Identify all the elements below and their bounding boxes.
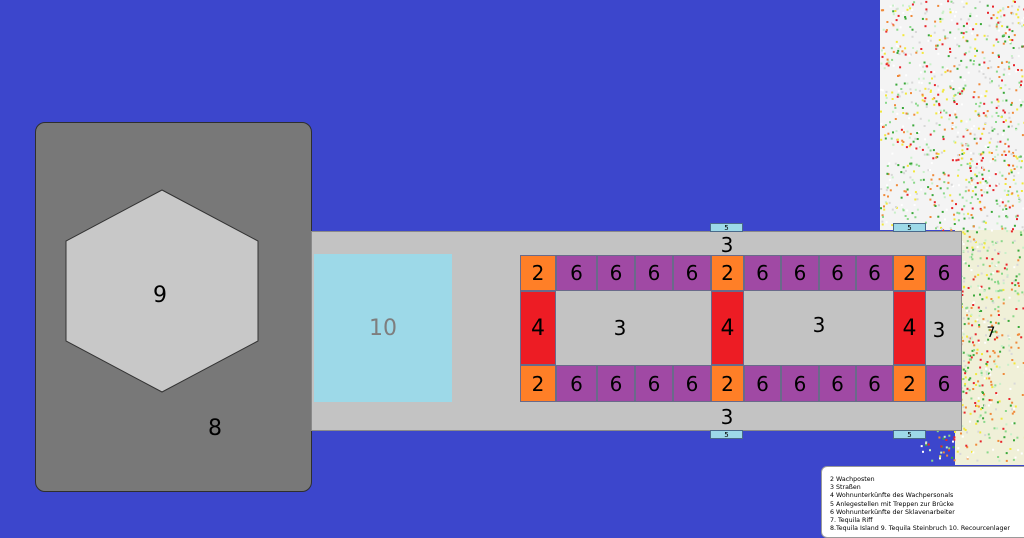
legend-line: 7. Tequila Riff — [830, 517, 1024, 525]
guard-post: 2 — [893, 365, 926, 402]
guard-housing: 4 — [893, 291, 926, 365]
pier-top-middle: 5 — [710, 223, 743, 232]
slave-housing: 6 — [819, 255, 856, 291]
storage-area: 10 — [314, 254, 452, 402]
pier-bottom-right: 5 — [893, 430, 926, 439]
guard-post: 2 — [520, 365, 556, 402]
street-label-mid-1: 3 — [605, 315, 635, 341]
slave-housing: 6 — [635, 365, 673, 402]
reef-label: 7 — [978, 322, 1004, 344]
guard-post: 2 — [520, 255, 556, 291]
slave-housing: 6 — [673, 365, 711, 402]
guard-post: 2 — [711, 255, 744, 291]
slave-housing: 6 — [926, 365, 962, 402]
slave-housing: 6 — [556, 365, 597, 402]
slave-housing: 6 — [856, 365, 893, 402]
slave-housing: 6 — [819, 365, 856, 402]
guard-post: 2 — [711, 365, 744, 402]
legend-line: 8.Tequila Island 9. Tequila Steinbruch 1… — [830, 525, 1024, 533]
legend-line: 2 Wachposten — [830, 476, 1024, 484]
slave-housing: 6 — [635, 255, 673, 291]
guard-housing: 4 — [520, 291, 556, 365]
pier-top-right: 5 — [893, 223, 926, 232]
slave-housing: 6 — [744, 365, 781, 402]
street-label-end: 3 — [926, 317, 952, 343]
legend-line: 6 Wohnunterkünfte der Sklavenarbeiter — [830, 509, 1024, 517]
quarry-label: 9 — [140, 280, 180, 310]
pier-bottom-middle: 5 — [710, 430, 743, 439]
street-label-mid-2: 3 — [804, 312, 834, 338]
map-legend: 2 Wachposten 3 Straßen 4 Wohnunterkünfte… — [821, 466, 1024, 538]
legend-line: 4 Wohnunterkünfte des Wachpersonals — [830, 492, 1024, 500]
legend-line: 3 Straßen — [830, 484, 1024, 492]
slave-housing: 6 — [856, 255, 893, 291]
slave-housing: 6 — [926, 255, 962, 291]
slave-housing: 6 — [597, 255, 635, 291]
slave-housing: 6 — [673, 255, 711, 291]
street-label-bottom: 3 — [712, 404, 742, 430]
slave-housing: 6 — [781, 365, 819, 402]
slave-housing: 6 — [744, 255, 781, 291]
slave-housing: 6 — [597, 365, 635, 402]
island-label: 8 — [200, 413, 230, 443]
guard-housing: 4 — [711, 291, 744, 365]
slave-housing: 6 — [556, 255, 597, 291]
street-label-top: 3 — [712, 233, 742, 257]
slave-housing: 6 — [781, 255, 819, 291]
guard-post: 2 — [893, 255, 926, 291]
legend-line: 5 Anlegestellen mit Treppen zur Brücke — [830, 501, 1024, 509]
